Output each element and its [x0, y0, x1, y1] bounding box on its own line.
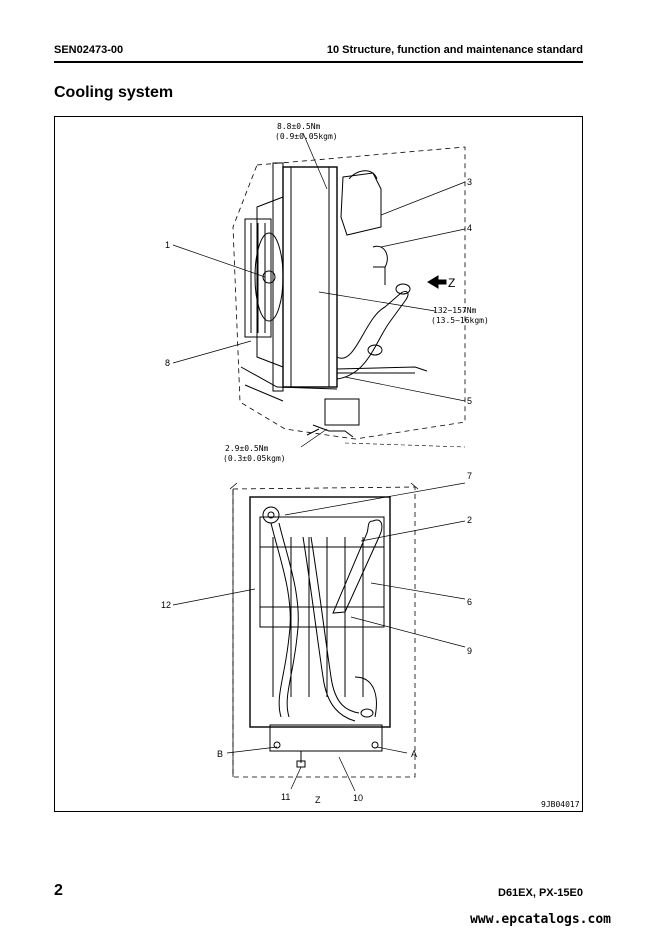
torque-top-kgm: (0.9±0.05kgm) — [275, 132, 338, 141]
page-number: 2 — [54, 882, 63, 899]
website-watermark[interactable]: www.epcatalogs.com — [470, 912, 611, 927]
section-title: 10 Structure, function and maintenance s… — [326, 44, 583, 56]
callout-7: 7 — [467, 471, 472, 481]
torque-mid-nm: 132~157Nm — [433, 306, 477, 315]
callout-2: 2 — [467, 515, 472, 525]
view-z-bottom-label: Z — [315, 795, 321, 805]
callout-1: 1 — [165, 240, 170, 250]
document-code: SEN02473-00 — [54, 44, 124, 56]
callout-B: B — [217, 749, 223, 759]
callout-11: 11 — [281, 792, 290, 802]
cooling-system-diagram: 8.8±0.5Nm (0.9±0.05kgm) 132~157Nm (13.5~… — [161, 122, 580, 809]
torque-bottom-nm: 2.9±0.5Nm — [225, 444, 269, 453]
callout-9: 9 — [467, 646, 472, 656]
callout-12: 12 — [161, 600, 171, 610]
callout-4: 4 — [467, 223, 472, 233]
figure-frame: 8.8±0.5Nm (0.9±0.05kgm) 132~157Nm (13.5~… — [54, 116, 583, 812]
torque-mid-kgm: (13.5~16kgm) — [431, 316, 489, 325]
header-rule — [54, 61, 583, 63]
callout-5: 5 — [467, 396, 472, 406]
callout-3: 3 — [467, 177, 472, 187]
model-name: D61EX, PX-15E0 — [498, 887, 583, 899]
callout-10: 10 — [353, 793, 363, 803]
page-title: Cooling system — [54, 84, 174, 101]
callout-8: 8 — [165, 358, 170, 368]
view-z-label: Z — [448, 276, 455, 290]
callout-A: A — [411, 749, 417, 759]
torque-top-nm: 8.8±0.5Nm — [277, 122, 321, 131]
figure-code: 9JB04017 — [541, 800, 580, 809]
torque-bottom-kgm: (0.3±0.05kgm) — [223, 454, 286, 463]
callout-6: 6 — [467, 597, 472, 607]
